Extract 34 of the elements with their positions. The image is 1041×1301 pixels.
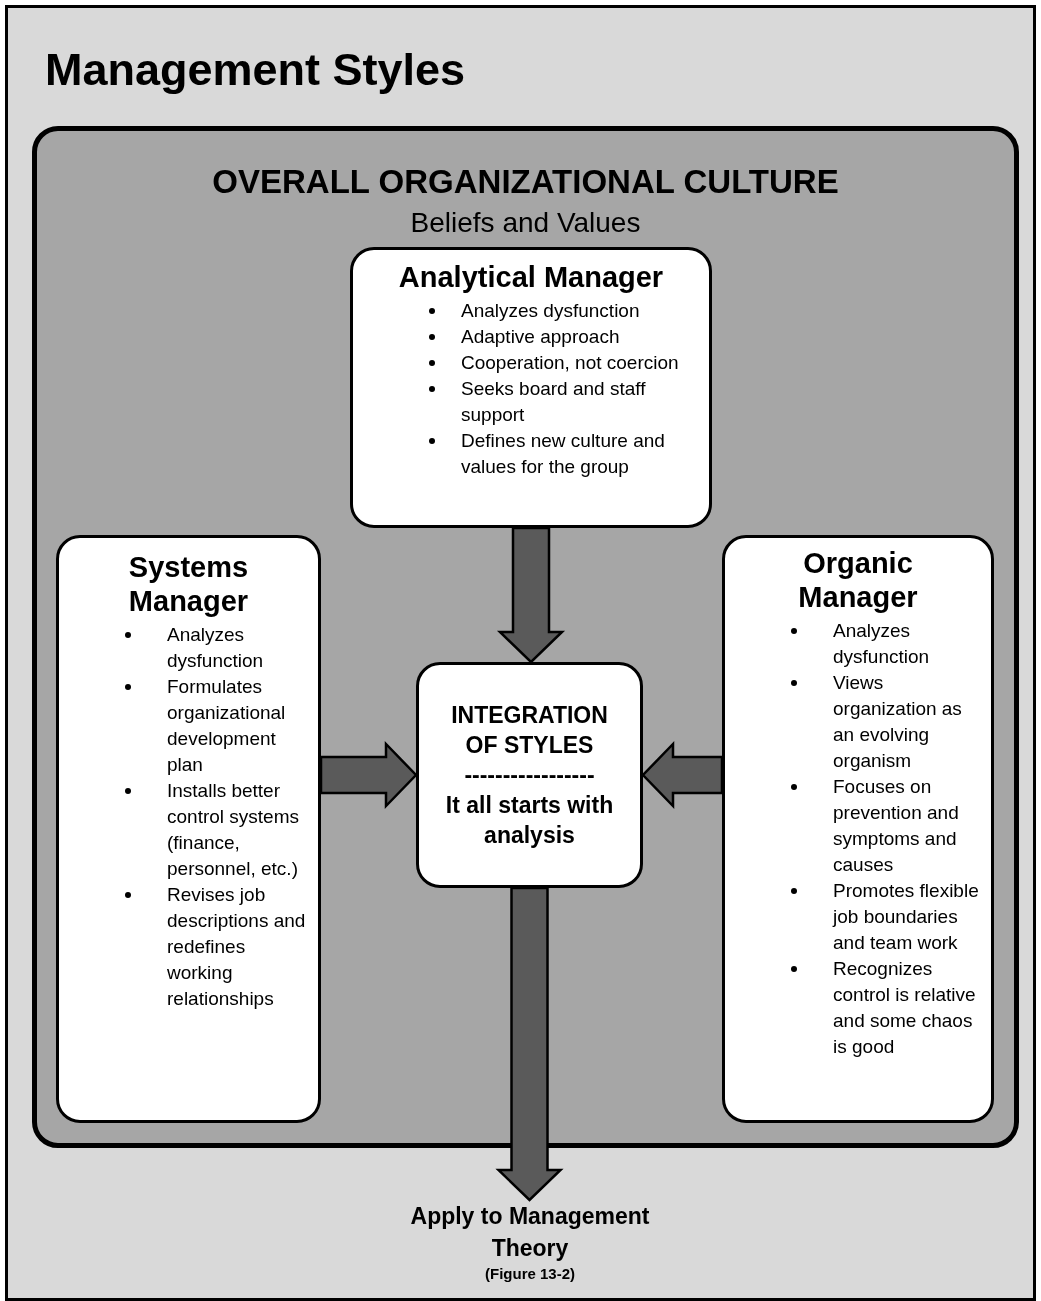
bullet-text: Defines new culture and values for the group xyxy=(461,430,665,477)
figure-reference: (Figure 13-2) xyxy=(484,1264,576,1284)
bullet-text: Promotes flexible job boundaries and team work xyxy=(833,880,979,953)
dashed-divider-text: ----------------- xyxy=(463,761,596,790)
bullet-text: Recognizes control is relative and some chaos is good xyxy=(833,958,976,1057)
manager-box xyxy=(56,535,321,1123)
bullet-text: Seeks board and staff support xyxy=(461,378,646,425)
block-arrow xyxy=(319,740,418,810)
box-heading: Analytical Manager xyxy=(397,260,665,294)
block-arrow xyxy=(496,526,566,664)
culture-panel xyxy=(32,126,1019,1148)
bullet-text: Cooperation, not coercion xyxy=(461,352,679,373)
bullet-text: Revises job descriptions and redefines working relationships xyxy=(167,884,306,1009)
bullet-text: Analyzes dysfunction xyxy=(833,620,930,667)
target-label: Apply to Management Theory xyxy=(409,1202,651,1263)
box-text: It all starts with analysis xyxy=(444,791,615,850)
bullet-text: Analyzes dysfunction xyxy=(461,300,640,321)
box-heading: Organic Manager xyxy=(797,546,919,614)
integration-box xyxy=(416,662,643,888)
manager-box xyxy=(350,247,712,528)
block-arrow xyxy=(641,740,724,810)
block-arrow xyxy=(495,886,564,1202)
bullet-text: Installs better control systems (finance, personnel, etc.) xyxy=(167,780,299,879)
box-heading: Systems Manager xyxy=(127,550,250,618)
panel-subtitle: Beliefs and Values xyxy=(409,207,642,239)
title: Management Styles xyxy=(45,44,466,96)
manager-box xyxy=(722,535,994,1123)
panel-heading: OVERALL ORGANIZATIONAL CULTURE xyxy=(211,163,840,201)
bullet-text: Focuses on prevention and symptoms and causes xyxy=(833,776,959,875)
bullet-text: Adaptive approach xyxy=(461,326,620,347)
bullet-text: Views organization as an evolving organism xyxy=(833,672,962,771)
bullet-text: Analyzes dysfunction xyxy=(167,624,264,671)
bullet-text: Formulates organizational development plan xyxy=(167,676,286,775)
box-text: INTEGRATION OF STYLES xyxy=(450,701,609,760)
